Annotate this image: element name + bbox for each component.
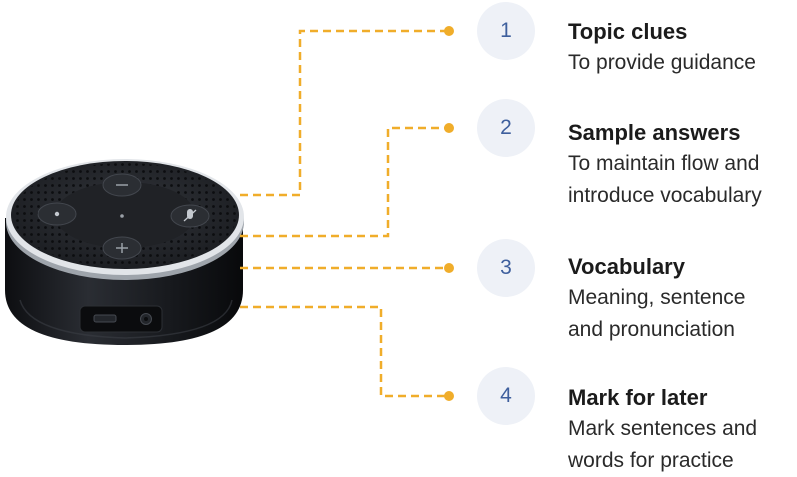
feature-title: Vocabulary	[568, 254, 685, 279]
step-number-4: 4	[477, 367, 535, 425]
feature-description: words for practice	[568, 449, 734, 472]
connector-dot-2	[444, 123, 454, 133]
feature-description: Meaning, sentence	[568, 286, 746, 309]
volume-down-button	[102, 173, 142, 197]
step-number-3: 3	[477, 239, 535, 297]
ports-panel	[79, 305, 163, 333]
feature-topic-clues: Topic clues To provide guidance	[568, 16, 756, 79]
step-number-2: 2	[477, 99, 535, 157]
feature-description: and pronunciation	[568, 318, 735, 341]
connector-dot-4	[444, 391, 454, 401]
smart-speaker-icon	[5, 159, 244, 345]
mic-off-button	[170, 204, 210, 228]
feature-title: Topic clues	[568, 19, 688, 44]
feature-title: Sample answers	[568, 120, 741, 145]
feature-description: Mark sentences and	[568, 417, 758, 440]
feature-description: introduce vocabulary	[568, 184, 762, 207]
step-number-1: 1	[477, 2, 535, 60]
connector-dot-1	[444, 26, 454, 36]
feature-description: To provide guidance	[568, 51, 756, 74]
connector-line-1	[240, 29, 447, 197]
feature-description: To maintain flow and	[568, 152, 760, 175]
feature-sample-answers: Sample answers To maintain flow and intr…	[568, 117, 762, 212]
volume-up-button	[102, 236, 142, 260]
connector-line-4	[240, 305, 447, 398]
action-button	[37, 202, 77, 226]
feature-vocabulary: Vocabulary Meaning, sentence and pronunc…	[568, 251, 745, 346]
connector-dot-3	[444, 263, 454, 273]
feature-mark-for-later: Mark for later Mark sentences and words …	[568, 382, 757, 477]
feature-title: Mark for later	[568, 385, 708, 410]
connector-line-2	[240, 126, 447, 238]
